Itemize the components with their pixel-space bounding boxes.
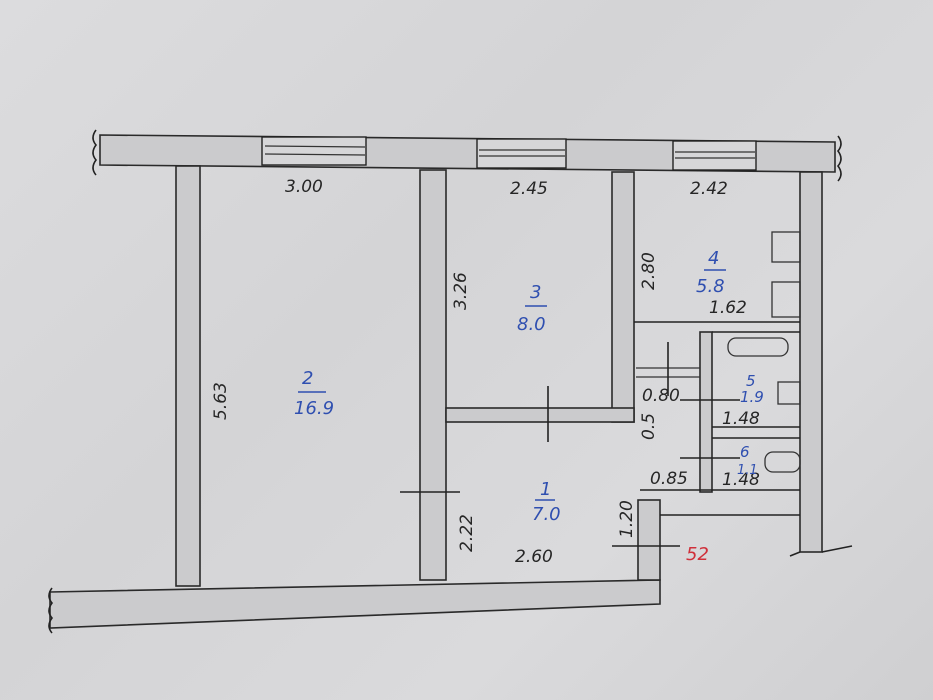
- dim-hall-width: 2.60: [515, 547, 553, 567]
- svg-text:4: 4: [708, 248, 719, 269]
- wall-break-left-bottom: [48, 587, 54, 634]
- bathtub-icon: [727, 337, 789, 357]
- svg-text:6: 6: [740, 443, 750, 461]
- svg-text:1.9: 1.9: [740, 388, 764, 406]
- toilet-icon: [764, 451, 801, 473]
- bottom-exterior-wall: [49, 579, 661, 629]
- room-label-6: 6 1.1: [737, 443, 758, 478]
- dim-wc-width: 1.48: [722, 470, 760, 490]
- svg-text:5: 5: [746, 372, 756, 390]
- dim-room3-width: 2.45: [510, 179, 548, 199]
- svg-text:7.0: 7.0: [532, 504, 561, 525]
- svg-text:1: 1: [540, 479, 551, 500]
- dim-bath-width: 1.48: [722, 409, 760, 429]
- dim-hall-depth: 2.22: [457, 514, 477, 552]
- room-label-5: 5 1.9: [740, 372, 764, 406]
- dim-entry: 1.20: [617, 500, 637, 538]
- washbasin-icon: [777, 381, 801, 405]
- svg-text:1.1: 1.1: [737, 463, 758, 478]
- svg-text:16.9: 16.9: [294, 398, 334, 419]
- room3-right-wall: [611, 171, 635, 423]
- right-exterior-wall: [799, 171, 823, 553]
- window-room2: [261, 136, 367, 166]
- stove-icon: [771, 231, 801, 263]
- wall-break-right-bottom: [789, 545, 853, 557]
- room2-left-wall: [175, 165, 201, 587]
- dim-room4-width: 2.42: [690, 179, 728, 199]
- room3-bottom-wall: [445, 407, 635, 423]
- sink-icon: [771, 281, 801, 318]
- dim-room2-width: 3.00: [285, 177, 323, 197]
- svg-text:8.0: 8.0: [517, 314, 546, 335]
- wall-break-left-top: [92, 129, 98, 176]
- svg-text:5.8: 5.8: [696, 276, 725, 297]
- total-area: 52: [686, 544, 709, 565]
- dim-room3-depth: 3.26: [451, 272, 471, 310]
- window-room3: [476, 138, 567, 169]
- svg-text:2: 2: [302, 368, 313, 389]
- dim-room4-depth: 2.80: [639, 252, 659, 290]
- svg-text:3: 3: [530, 282, 541, 303]
- dim-corridor-080: 0.80: [642, 386, 680, 406]
- room-label-2: 2 16.9: [294, 368, 334, 419]
- room-label-4: 4 5.8: [696, 248, 726, 297]
- dim-corridor-05: 0.5: [639, 413, 659, 440]
- entry-wall: [637, 499, 661, 581]
- room2-right-wall: [419, 169, 447, 581]
- bath-left-wall: [699, 331, 713, 493]
- room-label-3: 3 8.0: [517, 282, 547, 335]
- dim-corridor-085: 0.85: [650, 469, 688, 489]
- dim-room2-length: 5.63: [211, 382, 231, 420]
- window-room4: [672, 140, 757, 171]
- wall-break-right-top: [836, 135, 842, 182]
- dim-kitchen-inner: 1.62: [709, 298, 747, 318]
- room-label-1: 1 7.0: [532, 479, 561, 525]
